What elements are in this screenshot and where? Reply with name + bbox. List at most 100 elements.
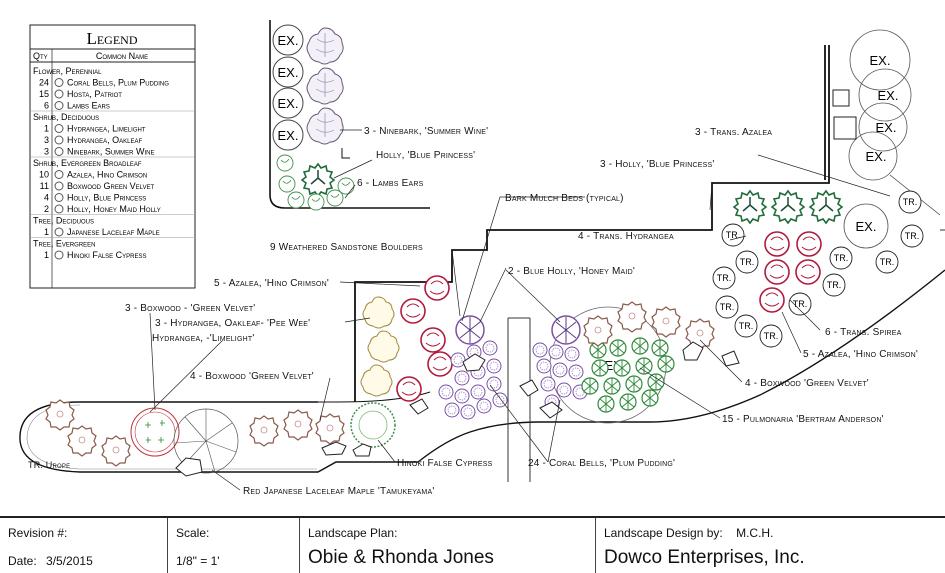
front-bed-outline (19, 45, 945, 482)
hosta-plant (641, 389, 659, 407)
coral-bells-plant (548, 344, 564, 360)
label-trans-spirea: 6 - Trans. Spirea (825, 327, 902, 338)
transplant-marker: TR. (829, 246, 853, 270)
transplant-marker: TR. (734, 314, 758, 338)
legend-symbol-icon (54, 135, 64, 145)
coral-bells-plant (454, 388, 470, 404)
transplant-marker: TR. (759, 324, 783, 348)
label-boulders: 9 Weathered Sandstone Boulders (270, 242, 423, 253)
transplant-marker: TR. (875, 250, 899, 274)
legend-name-header: Common Name (96, 51, 148, 61)
coral-bells-plant (470, 384, 486, 400)
boulder (462, 353, 486, 372)
label-coral-bells: 24 - Coral Bells, 'Plum Pudding' (528, 458, 675, 469)
legend-qty: 4 (44, 193, 49, 203)
coral-bells-plant (540, 376, 556, 392)
honey-maid-holly (551, 315, 581, 345)
date-label: Date: (8, 554, 37, 568)
hinoki-cypress (350, 402, 396, 448)
coral-bells-plant (532, 342, 548, 358)
existing-shrub: EX. (272, 119, 304, 151)
oakleaf-hydrangea (367, 330, 400, 363)
transplant-label: TR. (740, 257, 755, 267)
boxwood-row (45, 399, 345, 467)
legend-qty: 3 (44, 135, 49, 145)
hosta-plant (581, 377, 599, 395)
legend-symbol-icon (54, 147, 64, 156)
azalea-shrub (764, 231, 790, 257)
transplant-label: TR. (726, 230, 741, 240)
hosta-plant (613, 359, 631, 377)
holly-shrub (809, 190, 843, 224)
plan-cell: Landscape Plan: Obie & Rhonda Jones (300, 518, 596, 573)
boulder (682, 341, 704, 361)
ninebark-shrub (306, 107, 344, 145)
label-pulmonaria: 15 - Pulmonaria 'Bertram Anderson' (722, 414, 884, 425)
transplant-marker: TR. (900, 224, 924, 248)
designer-label: Landscape Design by: (604, 526, 723, 540)
hosta-plant (591, 359, 609, 377)
legend-symbol-icon (54, 181, 64, 191)
title-block: Revision #: Date: 3/5/2015 Scale: 1/8" =… (0, 516, 945, 573)
existing-label: EX. (278, 96, 299, 111)
middle-bed-plants (360, 275, 675, 420)
boulder (721, 350, 740, 367)
boxwood-shrub (67, 425, 97, 457)
boulders (175, 341, 740, 477)
coral-bells-plant (454, 370, 470, 386)
legend-qty: 10 (39, 170, 49, 180)
existing-label: EX. (278, 65, 299, 80)
existing-label: EX. (866, 149, 887, 164)
transplant-label: TR. (720, 302, 735, 312)
label-trans-hydrangea: 4 - Trans. Hydrangea (578, 231, 674, 242)
label-holly-blue-princess-3: 3 - Holly, 'Blue Princess' (600, 159, 714, 170)
azalea-shrub (400, 298, 426, 324)
date-value: 3/5/2015 (46, 554, 93, 568)
legend-qty: 6 (44, 101, 49, 111)
legend-qty: 2 (44, 204, 49, 214)
legend-qty: 1 (44, 250, 49, 260)
coral-bells-plant (568, 364, 584, 380)
japanese-maple (173, 408, 239, 474)
coral-bells-plant (564, 346, 580, 362)
transplant-label: TR. (793, 299, 808, 309)
plan-client: Obie & Rhonda Jones (308, 547, 494, 568)
coral-bells-plant (552, 362, 568, 378)
boulder (539, 401, 563, 419)
boxwood-shrub (283, 409, 313, 441)
azalea-shrub (759, 287, 785, 313)
azalea-shrub (396, 376, 422, 402)
holly-shrub (771, 190, 805, 224)
transplant-marker: TR. (715, 295, 739, 319)
azalea-shrub (420, 327, 446, 353)
hosta-plant (651, 339, 669, 357)
label-azalea-right: 5 - Azalea, 'Hino Crimson' (803, 349, 918, 360)
label-boxwood-4-left: 4 - Boxwood 'Green Velvet' (190, 371, 314, 382)
ninebark-shrub (306, 67, 344, 105)
legend-symbol-icon (54, 170, 64, 179)
coral-bells-plant (486, 376, 502, 392)
legend: Legend Qty Common Name Flower, Perennial… (29, 24, 196, 289)
legend-plant-name: Hosta, Patriot (67, 89, 122, 99)
hosta-plant (609, 339, 627, 357)
label-lambs-ears: 6 - Lambs Ears (357, 178, 424, 189)
legend-plant-name: Boxwood Green Velvet (67, 181, 155, 191)
legend-symbol-icon (54, 78, 64, 87)
leader-lines (149, 129, 891, 491)
legend-symbol-icon (54, 204, 64, 214)
legend-symbol-icon (54, 227, 64, 237)
legend-plant-name: Lambs Ears (67, 101, 110, 111)
legend-plant-name: Coral Bells, Plum Pudding (67, 78, 169, 88)
boxwood-shrub (101, 435, 131, 467)
coral-bells-plant (460, 404, 476, 420)
lambs-ears-plant (278, 175, 296, 193)
plan-label: Landscape Plan: (308, 526, 398, 540)
label-trans-azalea: 3 - Trans. Azalea (695, 127, 772, 138)
hosta-plant (657, 355, 675, 373)
label-bark-mulch: Bark Mulch Beds (typical) (505, 193, 624, 204)
hosta-plant (597, 395, 615, 413)
existing-label: EX. (870, 53, 891, 68)
designer-initials: M.C.H. (736, 526, 774, 540)
plant-labels: 3 - Ninebark, 'Summer Wine' Holly, 'Blue… (28, 126, 918, 497)
scale-label: Scale: (176, 526, 210, 540)
